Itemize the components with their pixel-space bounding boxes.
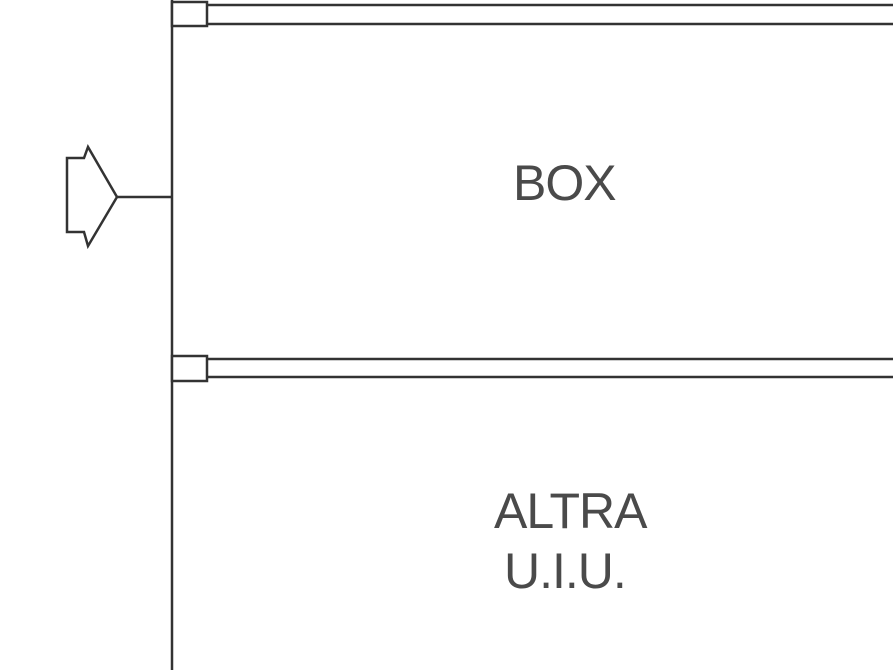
wall-stub-icon — [170, 0, 209, 28]
partition-top — [170, 0, 893, 28]
partition-middle — [170, 354, 893, 383]
room-label-altra: ALTRA — [494, 483, 647, 539]
room-label-altra-subtitle: U.I.U. — [504, 543, 627, 599]
room-label-box: BOX — [513, 155, 617, 211]
wall-stub-icon — [170, 354, 209, 383]
entrance-arrow-icon — [65, 144, 172, 250]
